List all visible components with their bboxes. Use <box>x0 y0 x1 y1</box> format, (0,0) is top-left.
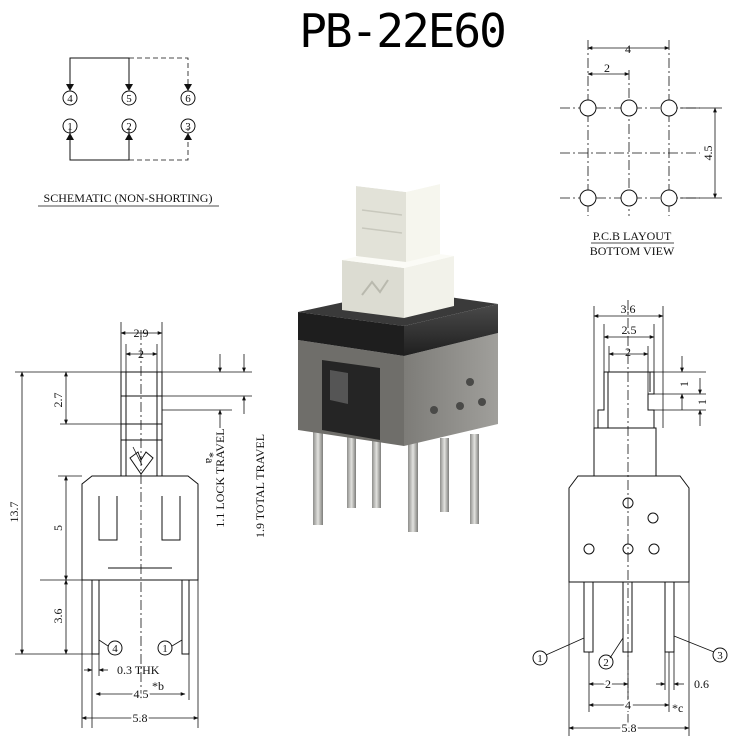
lock-travel-label: 1.1 LOCK TRAVEL <box>213 428 227 527</box>
side-dim-5: 5 <box>51 525 65 531</box>
front-dim-5-8: 5.8 <box>622 721 637 735</box>
front-pin-label-3: 3 <box>712 647 728 663</box>
page-title: PB-22E60 <box>299 4 505 58</box>
svg-text:3: 3 <box>717 650 723 662</box>
schematic-pin-5: 5 <box>121 90 137 106</box>
pcb-label: P.C.B LAYOUT <box>593 229 672 243</box>
side-note-a: *a <box>203 452 217 464</box>
schematic-pin-3: 3 <box>180 118 196 134</box>
svg-text:5: 5 <box>126 93 132 105</box>
side-dim-2: 2 <box>138 347 144 361</box>
pcb-dim-2: 2 <box>604 61 610 75</box>
svg-text:2: 2 <box>126 121 132 133</box>
schematic-pin-6: 6 <box>180 90 196 106</box>
side-note-b: *b <box>152 679 164 693</box>
side-pin-label-4: 4 <box>107 640 123 656</box>
front-dim-step-1: 1 <box>677 381 691 387</box>
side-dim-13-7: 13.7 <box>7 502 21 523</box>
front-pin-label-1: 1 <box>532 650 548 666</box>
front-view-drawing: 1 2 3 3.6 2.5 2 1 1 <box>532 300 728 737</box>
pcb-hole <box>620 189 638 207</box>
pcb-hole <box>579 99 597 117</box>
total-travel-label: 1.9 TOTAL TRAVEL <box>253 434 267 538</box>
pcb-dim-4: 4 <box>625 42 631 56</box>
svg-text:4: 4 <box>67 93 73 105</box>
side-view-drawing: 4 1 2.9 2 2.7 13.7 5 3.6 <box>7 322 267 728</box>
schematic-pin-1: 1 <box>62 118 78 134</box>
pcb-hole <box>620 99 638 117</box>
pcb-dim-4-5: 4.5 <box>701 146 715 161</box>
side-thickness: 0.3 THK <box>117 663 160 677</box>
pcb-view-label: BOTTOM VIEW <box>590 244 675 258</box>
side-dim-4-5: 4.5 <box>134 687 149 701</box>
pcb-hole <box>579 189 597 207</box>
schematic-label: SCHEMATIC (NON-SHORTING) <box>44 191 213 205</box>
svg-text:6: 6 <box>185 93 191 105</box>
side-dim-2-7: 2.7 <box>51 393 65 408</box>
front-dim-2: 2 <box>625 345 631 359</box>
front-dim-4: 4 <box>625 698 631 712</box>
schematic-pin-4: 4 <box>62 90 78 106</box>
front-dim-2-5: 2.5 <box>622 323 637 337</box>
svg-text:4: 4 <box>112 643 118 655</box>
front-dim-0-6: 0.6 <box>694 677 709 691</box>
side-dim-3-6: 3.6 <box>51 609 65 624</box>
pcb-layout-diagram: 4 2 4.5 P.C.B LAYOUT BOTTOM VIEW <box>560 40 722 258</box>
side-pin-label-1: 1 <box>157 640 173 656</box>
side-dim-5-8: 5.8 <box>133 711 148 725</box>
front-dim-3-6: 3.6 <box>621 302 636 316</box>
svg-text:1: 1 <box>162 643 168 655</box>
svg-text:3: 3 <box>185 121 191 133</box>
schematic-diagram: 4 5 6 1 2 3 SCHEMATIC (NON-SHORTING) <box>38 57 219 207</box>
side-dim-2-9: 2.9 <box>134 326 149 340</box>
front-dim-step-2: 1 <box>695 399 709 405</box>
front-note-c: *c <box>672 701 683 715</box>
pcb-hole <box>660 189 678 207</box>
svg-text:1: 1 <box>537 653 543 665</box>
switch-photo <box>298 178 498 532</box>
front-pin-label-2: 2 <box>598 654 614 670</box>
schematic-pin-2: 2 <box>121 118 137 134</box>
svg-text:2: 2 <box>603 657 609 669</box>
svg-text:1: 1 <box>67 121 73 133</box>
front-dim-pitch-2: 2 <box>605 677 611 691</box>
pcb-hole <box>660 99 678 117</box>
